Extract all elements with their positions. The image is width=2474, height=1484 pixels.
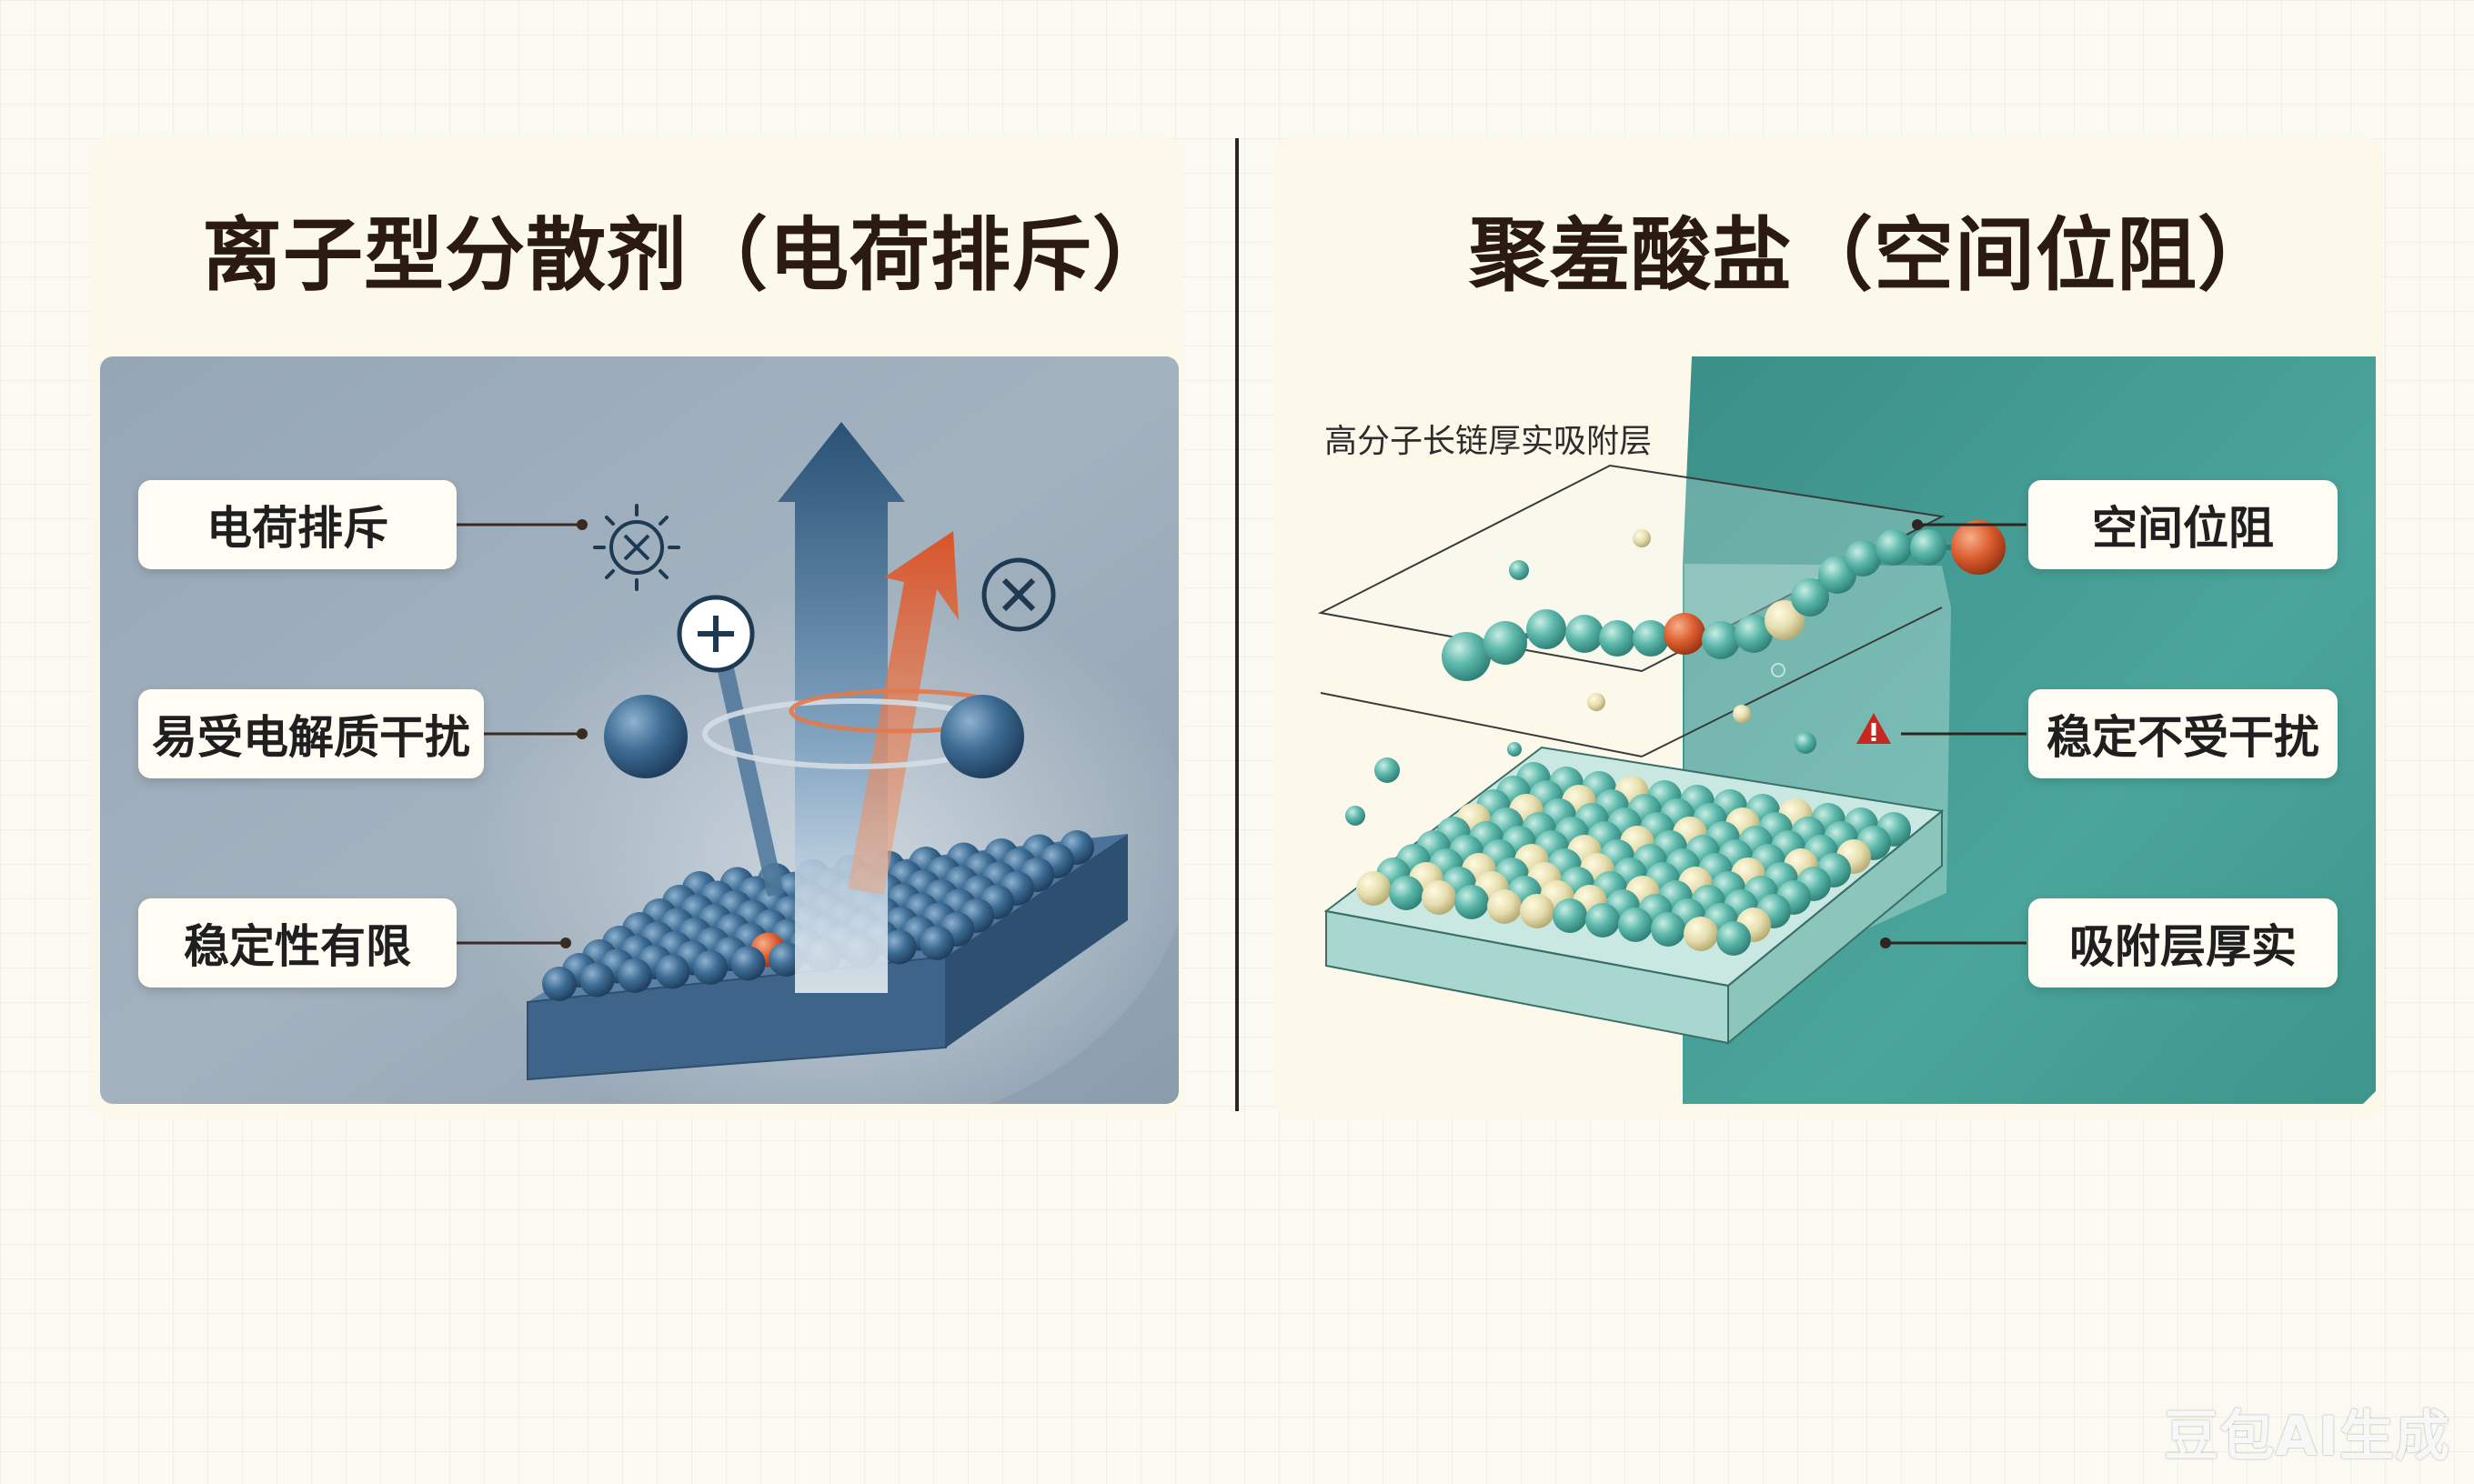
dispersed-particle [1716,921,1751,956]
polymer-chain-bead [1483,621,1527,665]
polymer-chain-bead [1735,615,1773,653]
polymer-chain-bead [1845,540,1881,577]
watermark: 豆包AI生成 [2164,1405,2450,1469]
dispersed-particle [618,958,652,993]
polymer-chain-bead [1664,613,1705,655]
polymer-chain-bead [1765,600,1805,640]
polymer-chain-bead [1565,615,1604,653]
dispersed-particle [542,967,577,1001]
dispersed-particle [693,950,728,985]
dispersed-particle [655,954,690,989]
label-thick-adsorption-layer: 吸附层厚实 [2028,898,2338,988]
x-circle-icon [981,557,1056,632]
adsorbed-polymer-particle [1684,917,1718,951]
dispersed-particle [1454,885,1489,919]
label-stable-unaffected: 稳定不受干扰 [2028,689,2338,778]
polymer-chain-bead [1633,620,1669,657]
polymer-chain-bead [1702,621,1740,659]
right-panel-title: 聚羞酸盐（空间位阻） [1469,208,2279,302]
dispersed-particle [1553,898,1587,933]
panel-divider [1235,138,1239,1111]
warning-icon [1856,713,1891,744]
dispersed-particle [730,946,766,981]
polymer-chain-bead [1876,529,1912,566]
polymer-chain-bead [1442,632,1491,681]
dispersed-particle [1389,876,1423,910]
polymer-chain-bead [1910,529,1946,566]
sun-cross-icon [593,504,680,591]
dispersed-particle [1651,912,1685,947]
plus-circle-icon [677,595,755,673]
polymer-chain-label: 高分子长链厚实吸附层 [1324,423,1653,460]
adsorbed-polymer-particle [1422,880,1456,915]
adsorbed-polymer-particle [1487,889,1522,924]
dispersed-particle [1618,907,1653,942]
adsorbed-polymer-particle [1356,871,1391,906]
label-charge-repulsion: 电荷排斥 [138,480,457,569]
dispersed-particle [920,926,954,960]
polymer-chain-bead [1791,578,1829,617]
label-limited-stability: 稳定性有限 [138,898,457,988]
left-panel-title: 离子型分散剂（电荷排斥） [202,208,1174,302]
dispersed-particle [881,929,917,965]
polymer-chain-bead [1599,620,1635,657]
dispersed-particle [1585,903,1620,938]
polymer-chain-bead [1951,520,2006,575]
dispersed-particle [769,942,803,977]
label-electrolyte-sensitive: 易受电解质干扰 [138,689,484,778]
adsorbed-polymer-particle [1520,894,1554,928]
label-steric-hindrance: 空间位阻 [2028,480,2338,569]
polymer-chain-bead [1526,609,1566,649]
dispersed-particle [579,962,615,998]
